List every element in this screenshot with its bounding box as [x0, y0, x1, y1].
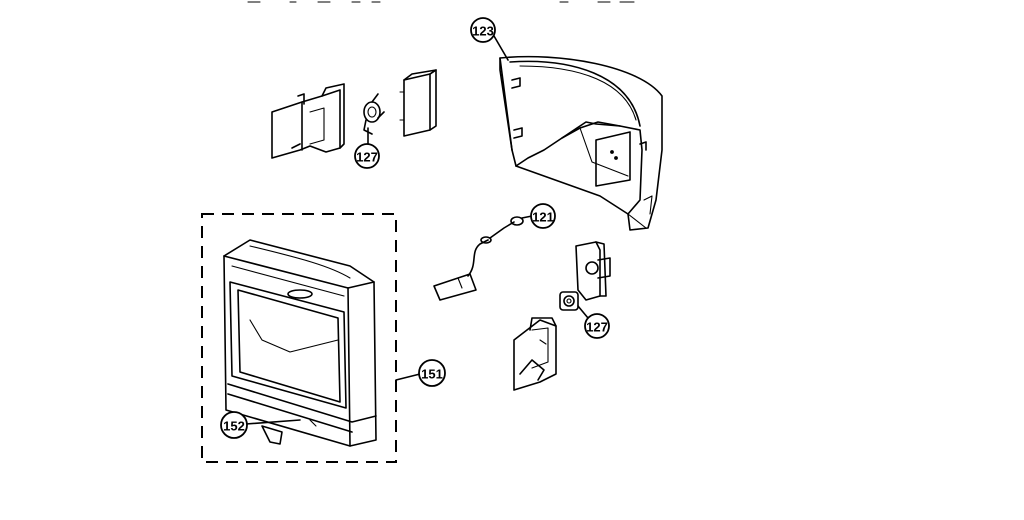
- front-cabinet-tv-part: [223, 239, 377, 447]
- callout-151: 151: [418, 359, 446, 387]
- leader-151: [395, 373, 421, 381]
- callout-label-123: 123: [472, 24, 494, 39]
- callout-label-127-top: 127: [356, 150, 378, 165]
- box-module-part: [399, 69, 437, 137]
- cable-part: [433, 216, 524, 301]
- leader-152: [245, 419, 301, 425]
- callout-label-152: 152: [223, 419, 245, 434]
- socket-assembly-part-right: [559, 241, 611, 311]
- top-left-bracket-part: [271, 83, 345, 159]
- callout-label-151: 151: [421, 367, 443, 382]
- callout-127-top: 127: [354, 143, 380, 169]
- dashed-assembly-boundary: [201, 213, 397, 463]
- callout-label-121: 121: [532, 210, 554, 225]
- leader-123: [493, 35, 509, 61]
- callout-152: 152: [220, 411, 248, 439]
- callout-127-right: 127: [584, 313, 610, 339]
- lamp-socket-part-top: [363, 93, 385, 135]
- callout-label-127-right: 127: [586, 320, 608, 335]
- callout-123: 123: [470, 17, 496, 43]
- rear-cabinet-part: [499, 55, 663, 231]
- lower-bracket-part: [513, 317, 557, 391]
- leader-127-right: [577, 305, 589, 319]
- callout-121: 121: [530, 203, 556, 229]
